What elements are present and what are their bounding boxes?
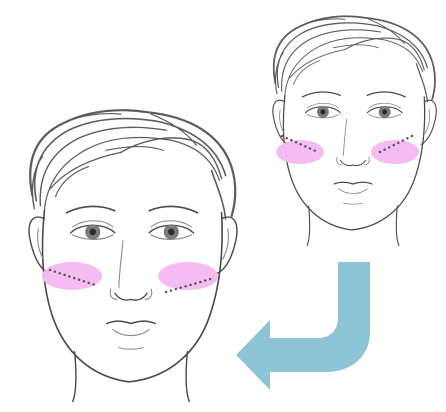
blush-right-after bbox=[371, 140, 419, 164]
face-before bbox=[29, 110, 237, 402]
curved-return-arrow-icon bbox=[236, 262, 370, 390]
face-after bbox=[273, 16, 436, 245]
blush-left-before bbox=[42, 262, 102, 290]
blush-right-before bbox=[158, 262, 218, 290]
